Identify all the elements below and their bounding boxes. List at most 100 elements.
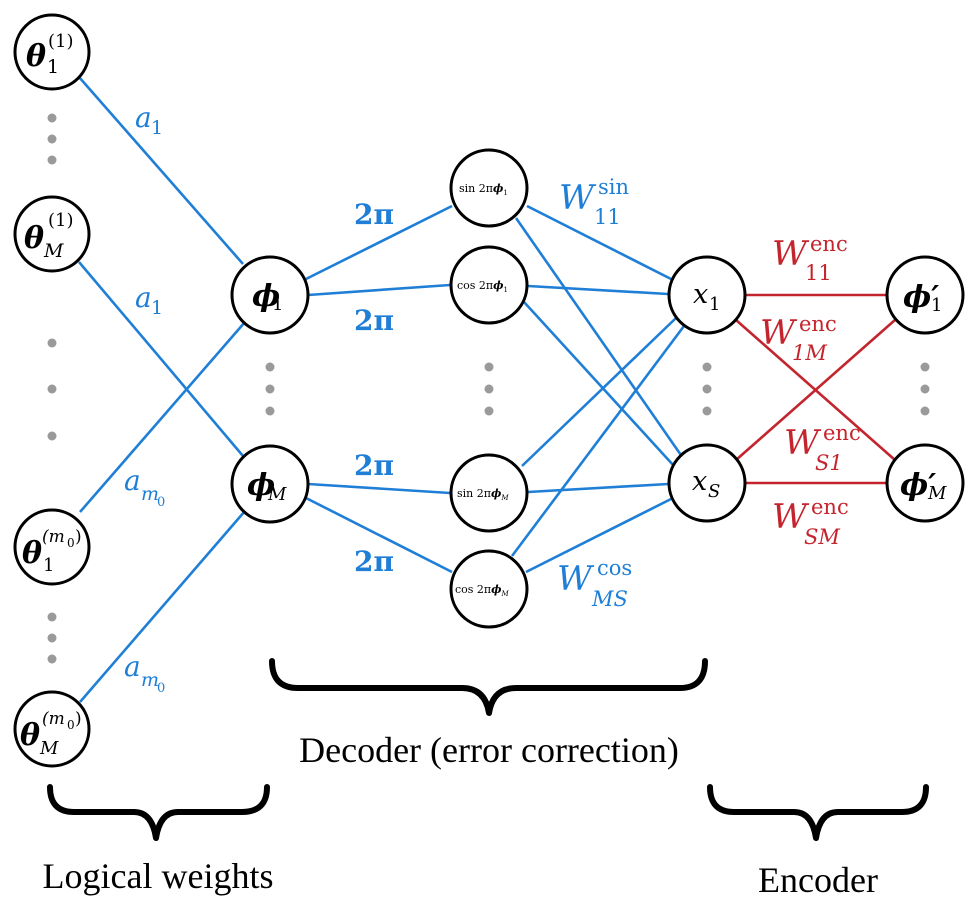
edge-xS-phiprime1: [735, 319, 896, 461]
svg-text:θ: θ: [24, 221, 44, 256]
edge-cosM-x1: [510, 325, 686, 557]
edge-sinM-x1: [521, 317, 677, 467]
edge-phi1-cos1: [307, 283, 451, 297]
label-w-enc-S1: W enc S1: [784, 421, 861, 475]
ellipsis-phiprime: [920, 362, 930, 416]
edge-theta11-phi1: [78, 76, 244, 265]
svg-text:m: m: [141, 669, 159, 691]
node-phi-1: ϕ 1: [230, 255, 310, 335]
svg-text:1: 1: [709, 294, 720, 315]
label-a1-top: a 1: [135, 101, 163, 139]
edge-thetaMm0-phiM: [79, 510, 246, 703]
ellipsis-dots: [47, 113, 930, 664]
svg-text:M: M: [39, 738, 59, 759]
encoder-edges: [735, 293, 896, 485]
label-w-sin-11: W sin 11: [559, 175, 629, 229]
svg-text:ϕ: ϕ: [252, 279, 280, 314]
svg-text:W: W: [784, 423, 822, 463]
svg-text:θ: θ: [20, 718, 40, 753]
svg-text:sin: sin: [598, 175, 629, 199]
svg-text:enc: enc: [811, 495, 849, 519]
svg-text:1: 1: [272, 294, 283, 315]
svg-text:(1): (1): [48, 31, 74, 52]
svg-text:S: S: [708, 481, 720, 502]
node-x-1: x 1: [667, 255, 747, 335]
svg-text:1: 1: [151, 297, 163, 319]
svg-text:11: 11: [594, 205, 621, 229]
node-theta-M-m0: θ M (m 0 ): [13, 690, 91, 768]
svg-text:enc: enc: [799, 312, 837, 336]
edge-phiM-sinM: [307, 482, 451, 495]
label-am0-bot: a m 0: [124, 650, 165, 696]
edge-cos1-xS: [523, 301, 675, 467]
ellipsis-theta-mid: [47, 338, 57, 441]
edge-cosM-xS: [525, 496, 674, 574]
label-w-cos-MS: W cos MS: [557, 556, 632, 611]
edge-theta1m0-phi1: [79, 321, 246, 513]
edge-phiM-cosM: [305, 496, 453, 574]
svg-text:W: W: [559, 178, 597, 218]
edge-sin1-xS: [514, 217, 685, 459]
node-sin-phi-1: sin 2πϕ1: [449, 148, 529, 228]
svg-text:(m: (m: [42, 527, 65, 547]
decoder-caption: Decoder (error correction): [299, 730, 679, 770]
node-sin-phi-M: sin 2πϕM: [449, 453, 529, 533]
svg-text:ϕ: ϕ: [247, 468, 275, 503]
logical-weights-brace: [47, 784, 270, 841]
encoder-brace: [707, 784, 929, 841]
svg-text:M: M: [43, 240, 64, 262]
svg-text:cos: cos: [597, 556, 632, 580]
svg-text:): ): [75, 709, 82, 729]
edge-cos1-x1: [527, 284, 669, 296]
label-two-pi-3: 2π: [354, 449, 394, 482]
svg-text:0: 0: [157, 681, 165, 696]
ellipsis-x: [702, 362, 712, 416]
svg-text:(m: (m: [42, 709, 65, 729]
logical-weights-caption: Logical weights: [43, 856, 274, 896]
decoder-brace: [269, 658, 708, 716]
svg-text:0: 0: [67, 536, 75, 550]
label-a1-mid: a 1: [135, 281, 163, 319]
svg-text:enc: enc: [823, 421, 861, 445]
phase-to-trig-edges: [305, 204, 453, 574]
label-w-enc-11: W enc 11: [772, 232, 848, 285]
svg-text:a: a: [124, 650, 141, 683]
svg-text:a: a: [124, 464, 141, 497]
svg-text:cos 2πϕ1: cos 2πϕ1: [457, 279, 508, 294]
svg-text:θ: θ: [22, 536, 42, 571]
node-cos-phi-1: cos 2πϕ1: [449, 245, 529, 325]
svg-text:W: W: [772, 497, 810, 537]
svg-text:1: 1: [151, 117, 163, 139]
svg-text:M: M: [267, 484, 287, 505]
edge-thetaM1-phiM: [78, 261, 244, 457]
svg-text:MS: MS: [591, 587, 628, 611]
svg-text:m: m: [141, 483, 159, 505]
svg-text:θ: θ: [26, 39, 46, 74]
label-two-pi-4: 2π: [354, 545, 394, 578]
logical-weight-edges: [78, 76, 246, 703]
node-cos-phi-M: cos 2πϕM: [449, 549, 529, 629]
ellipsis-phi: [265, 362, 275, 416]
svg-text:1: 1: [43, 555, 54, 576]
node-theta-M-1: θ M (1): [13, 195, 91, 273]
svg-text:enc: enc: [810, 232, 848, 256]
svg-text:(1): (1): [48, 210, 74, 231]
svg-text:sin 2πϕM: sin 2πϕM: [457, 487, 509, 502]
edge-phi1-sin1: [305, 204, 453, 281]
svg-text:): ): [75, 527, 82, 547]
svg-text:a: a: [135, 281, 152, 314]
label-w-enc-SM: W enc SM: [772, 495, 849, 549]
svg-text:M: M: [927, 483, 947, 504]
node-theta-1-m0: θ 1 (m 0 ): [13, 508, 91, 586]
svg-text:W: W: [760, 313, 798, 353]
svg-text:1: 1: [931, 295, 942, 316]
svg-text:sin 2πϕ1: sin 2πϕ1: [459, 182, 508, 197]
edge-sinM-xS: [527, 482, 669, 494]
ellipsis-theta-bot: [47, 612, 57, 664]
node-phi-prime-M: ϕ′ M: [885, 443, 965, 523]
ellipsis-theta-top: [47, 113, 57, 165]
node-x-S: x S: [667, 443, 747, 523]
svg-text:a: a: [135, 101, 152, 134]
svg-text:ϕ′: ϕ′: [900, 468, 936, 503]
